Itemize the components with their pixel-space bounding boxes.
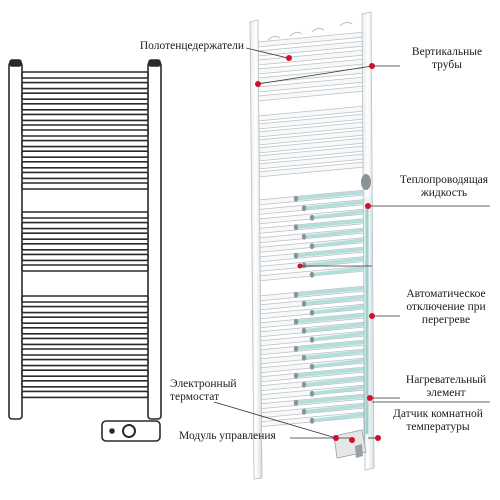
dot-auto-off <box>369 313 375 319</box>
front-rung <box>21 113 149 122</box>
front-rung <box>21 211 149 219</box>
leader-lines <box>213 47 490 439</box>
left-pipe <box>249 19 263 480</box>
front-rung <box>21 379 149 388</box>
front-rung <box>21 316 149 325</box>
front-rung <box>21 253 149 262</box>
pointer-dots <box>255 55 381 443</box>
front-rung <box>21 337 149 346</box>
front-rung <box>21 264 149 272</box>
label-vertical-pipes-line2: трубы <box>432 59 462 71</box>
dot-heating <box>367 395 373 401</box>
render-rungs <box>257 21 366 428</box>
front-rung <box>21 103 149 111</box>
label-room-sensor-line1: Датчик комнатной <box>393 408 483 420</box>
left-tube-cap <box>9 59 22 67</box>
front-rung <box>21 221 149 230</box>
label-auto-off-line3: перегреве <box>421 314 471 326</box>
front-rung <box>21 232 149 240</box>
front-rung <box>21 92 149 100</box>
front-rung <box>21 129 149 137</box>
front-rung <box>21 295 149 303</box>
label-auto-off-line2: отключение при <box>406 301 486 313</box>
left-vertical-tube <box>8 61 23 420</box>
front-rung <box>21 139 149 148</box>
dot-module <box>349 437 355 443</box>
label-auto-off: Автоматическое отключение при перегреве <box>396 288 496 327</box>
label-vertical-pipes-line1: Вертикальные <box>411 46 483 58</box>
label-vertical-pipes: Вертикальные трубы <box>398 46 496 72</box>
dot-left-pipe <box>255 81 261 87</box>
label-heat-fluid-line1: Теплопроводящая <box>399 174 489 186</box>
dot-right-pipe <box>369 63 375 69</box>
label-thermostat-line2: термостат <box>170 391 220 403</box>
front-rung <box>21 161 149 169</box>
label-heating-element: Нагревательный элемент <box>396 374 496 400</box>
front-rung <box>21 305 149 314</box>
dot-thermostat <box>333 435 339 441</box>
front-rung <box>21 171 149 180</box>
label-room-sensor-line2: температуры <box>406 421 470 433</box>
front-view-drawing <box>8 59 162 442</box>
rendered-towel-rail <box>249 11 375 480</box>
label-room-sensor: Датчик комнатной температуры <box>380 408 496 434</box>
dot-towel-holder <box>286 55 292 61</box>
dot-fluid <box>365 203 371 209</box>
front-rung <box>21 81 149 90</box>
right-tube-cap <box>148 59 161 67</box>
label-towel-holders-text: Полотенцедержатели <box>139 40 244 52</box>
right-vertical-tube <box>147 61 162 420</box>
front-rung <box>21 150 149 158</box>
label-heat-fluid-line2: жидкость <box>420 187 468 199</box>
dot-room-sensor <box>375 435 381 441</box>
hook-fitting <box>339 21 353 27</box>
front-rungs <box>21 71 149 399</box>
front-rung <box>21 243 149 251</box>
top-cap <box>361 174 371 190</box>
front-rung <box>21 390 149 399</box>
label-thermostat-line1: Электронный <box>170 378 237 390</box>
label-heating-element-line1: Нагревательный <box>405 374 487 386</box>
hook-fitting <box>311 27 325 33</box>
front-rung <box>21 369 149 378</box>
hook-fitting <box>289 31 303 37</box>
front-rung <box>21 358 149 367</box>
label-control-module: Модуль управления <box>179 430 291 443</box>
front-rung <box>21 326 149 335</box>
dot-fluid-rung <box>297 263 303 269</box>
front-rung <box>21 348 149 356</box>
label-heat-fluid: Теплопроводящая жидкость <box>393 174 495 200</box>
label-auto-off-line1: Автоматическое <box>406 288 486 300</box>
hook-fitting <box>267 35 281 41</box>
render-rung <box>257 303 366 320</box>
label-control-module-text: Модуль управления <box>179 430 276 442</box>
heating-element-rod <box>365 208 369 434</box>
room-sensor-cap <box>355 444 363 458</box>
label-thermostat: Электронный термостат <box>170 378 260 404</box>
control-module-drawing <box>101 420 161 442</box>
label-heating-element-line2: элемент <box>426 387 466 399</box>
front-rung <box>21 71 149 79</box>
label-towel-holders: Полотенцедержатели <box>122 40 244 53</box>
front-rung <box>21 182 149 190</box>
